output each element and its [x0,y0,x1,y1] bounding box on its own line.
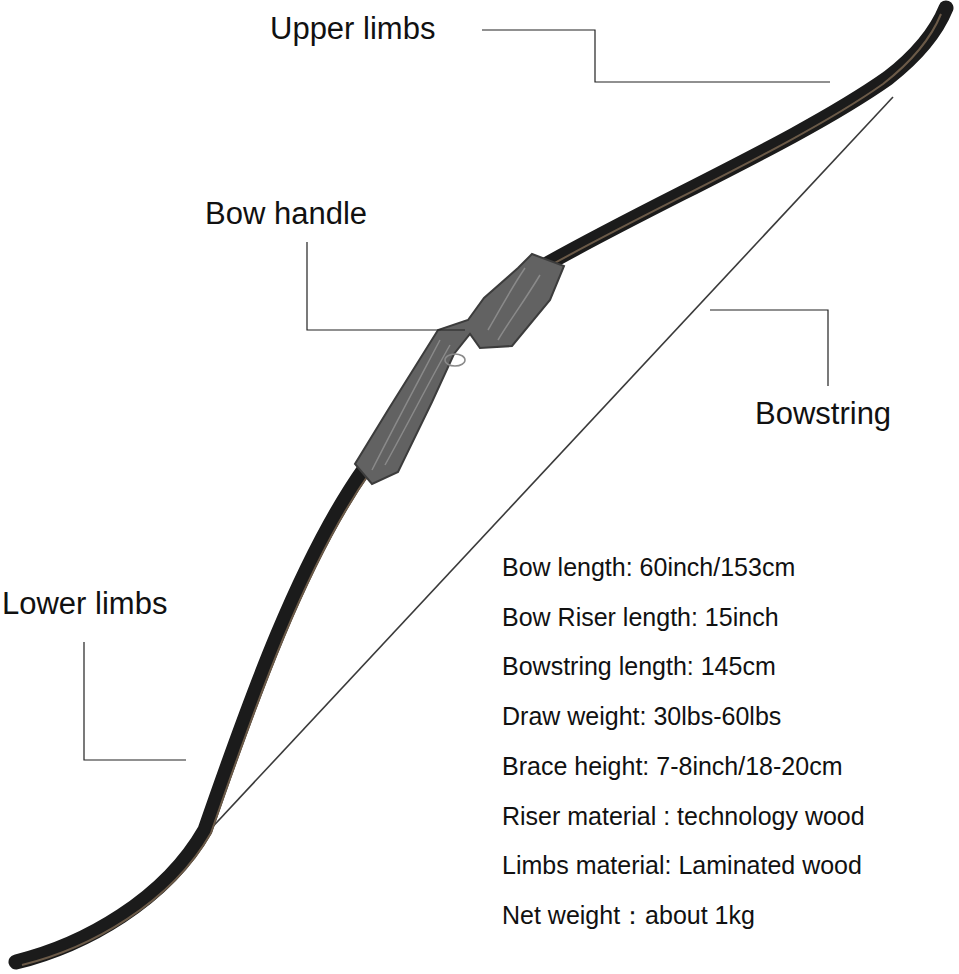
spec-line: Bow Riser length: 15inch [502,603,779,632]
leader-lines [84,30,830,760]
lower-limb [16,468,365,962]
part-name: Bow handle [205,196,367,232]
leader-line [482,30,830,82]
spec-line: Bow length: 60inch/153cm [502,553,795,582]
bow-limbs [16,8,946,965]
spec-line: Brace height: 7-8inch/18-20cm [502,752,842,781]
bowstring-line [205,97,893,835]
spec-line: Draw weight: 30lbs-60lbs [502,702,781,731]
lower-limb-edge [22,471,371,965]
upper-limb-edge [535,14,941,274]
part-name: Upper limbs [270,11,435,47]
spec-line: Riser material : technology wood [502,802,865,831]
part-name: Bowstring [755,396,891,432]
wood-grain [372,268,540,470]
spec-line: Bowstring length: 145cm [502,652,776,681]
spec-line: Limbs material: Laminated wood [502,851,862,880]
wood-knot [445,354,465,366]
riser [355,254,564,484]
upper-limb [540,8,946,268]
part-name: Lower limbs [2,586,167,622]
spec-line: Net weight：about 1kg [502,901,755,930]
riser-body [355,254,564,484]
leader-line [307,242,465,330]
leader-line [84,642,186,760]
leader-line [710,310,828,386]
